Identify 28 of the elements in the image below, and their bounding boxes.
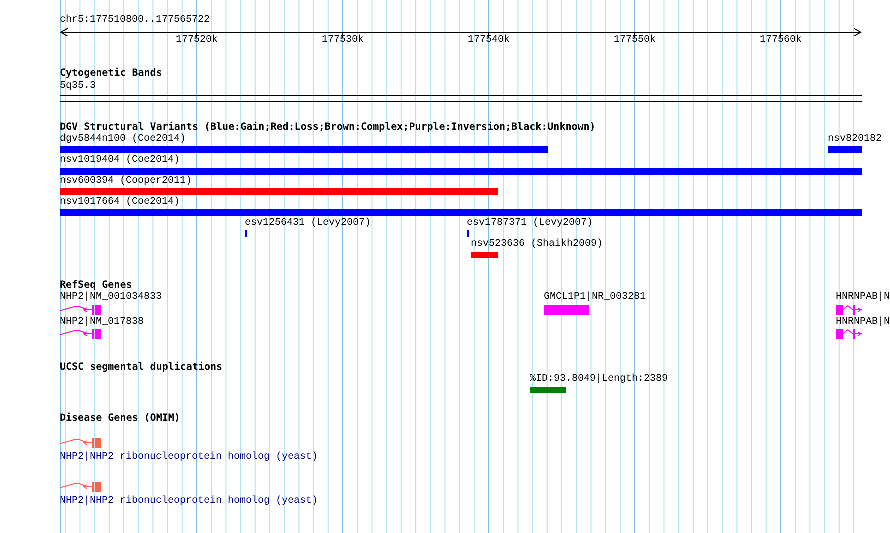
feature-label: nsv1019404 (Coe2014) (60, 155, 180, 166)
feature-label: nsv1017664 (Coe2014) (60, 197, 180, 208)
feature-label: NHP2|NM_017838 (60, 317, 144, 328)
axis-tick-label: 177530k (322, 35, 364, 46)
feature-label: nsv820182 (828, 134, 882, 145)
track-title: Cytogenetic Bands (60, 68, 162, 79)
feature-link: NHP2|NHP2 ribonucleoprotein homolog (yeast) (60, 452, 318, 463)
feature-label: NHP2|NM_001034833 (60, 292, 162, 303)
feature-label: nsv523636 (Shaikh2009) (471, 239, 604, 250)
feature-label: nsv600394 (Cooper2011) (60, 176, 192, 187)
feature-label: dgv5844n100 (Coe2014) (60, 134, 186, 145)
track-title: Disease Genes (OMIM) (60, 413, 180, 424)
feature-label: esv1256431 (Levy2007) (245, 218, 372, 229)
track-title: UCSC segmental duplications (60, 362, 223, 373)
band-label: 5q35.3 (60, 81, 96, 92)
track-title: RefSeq Genes (60, 280, 132, 291)
location-text: chr5:177510800..177565722 (60, 15, 210, 26)
axis-tick-label: 177550k (614, 35, 656, 46)
axis-tick-label: 177560k (760, 35, 802, 46)
axis-tick-label: 177540k (468, 35, 510, 46)
feature-label: HNRNPAB|N (836, 317, 890, 328)
feature-label: GMCL1P1|NR_003281 (544, 292, 646, 303)
feature-link: NHP2|NHP2 ribonucleoprotein homolog (yeast) (60, 496, 318, 507)
axis-tick-label: 177520k (176, 35, 218, 46)
feature-label: HNRNPAB|N (836, 292, 890, 303)
feature-label: esv1787371 (Levy2007) (467, 218, 594, 229)
track-title: DGV Structural Variants (Blue:Gain;Red:Loss;Brown:Complex;Purple:Inversion;Black:Unknown) (60, 122, 596, 133)
feature-label: %ID:93.8049|Length:2389 (530, 374, 668, 385)
